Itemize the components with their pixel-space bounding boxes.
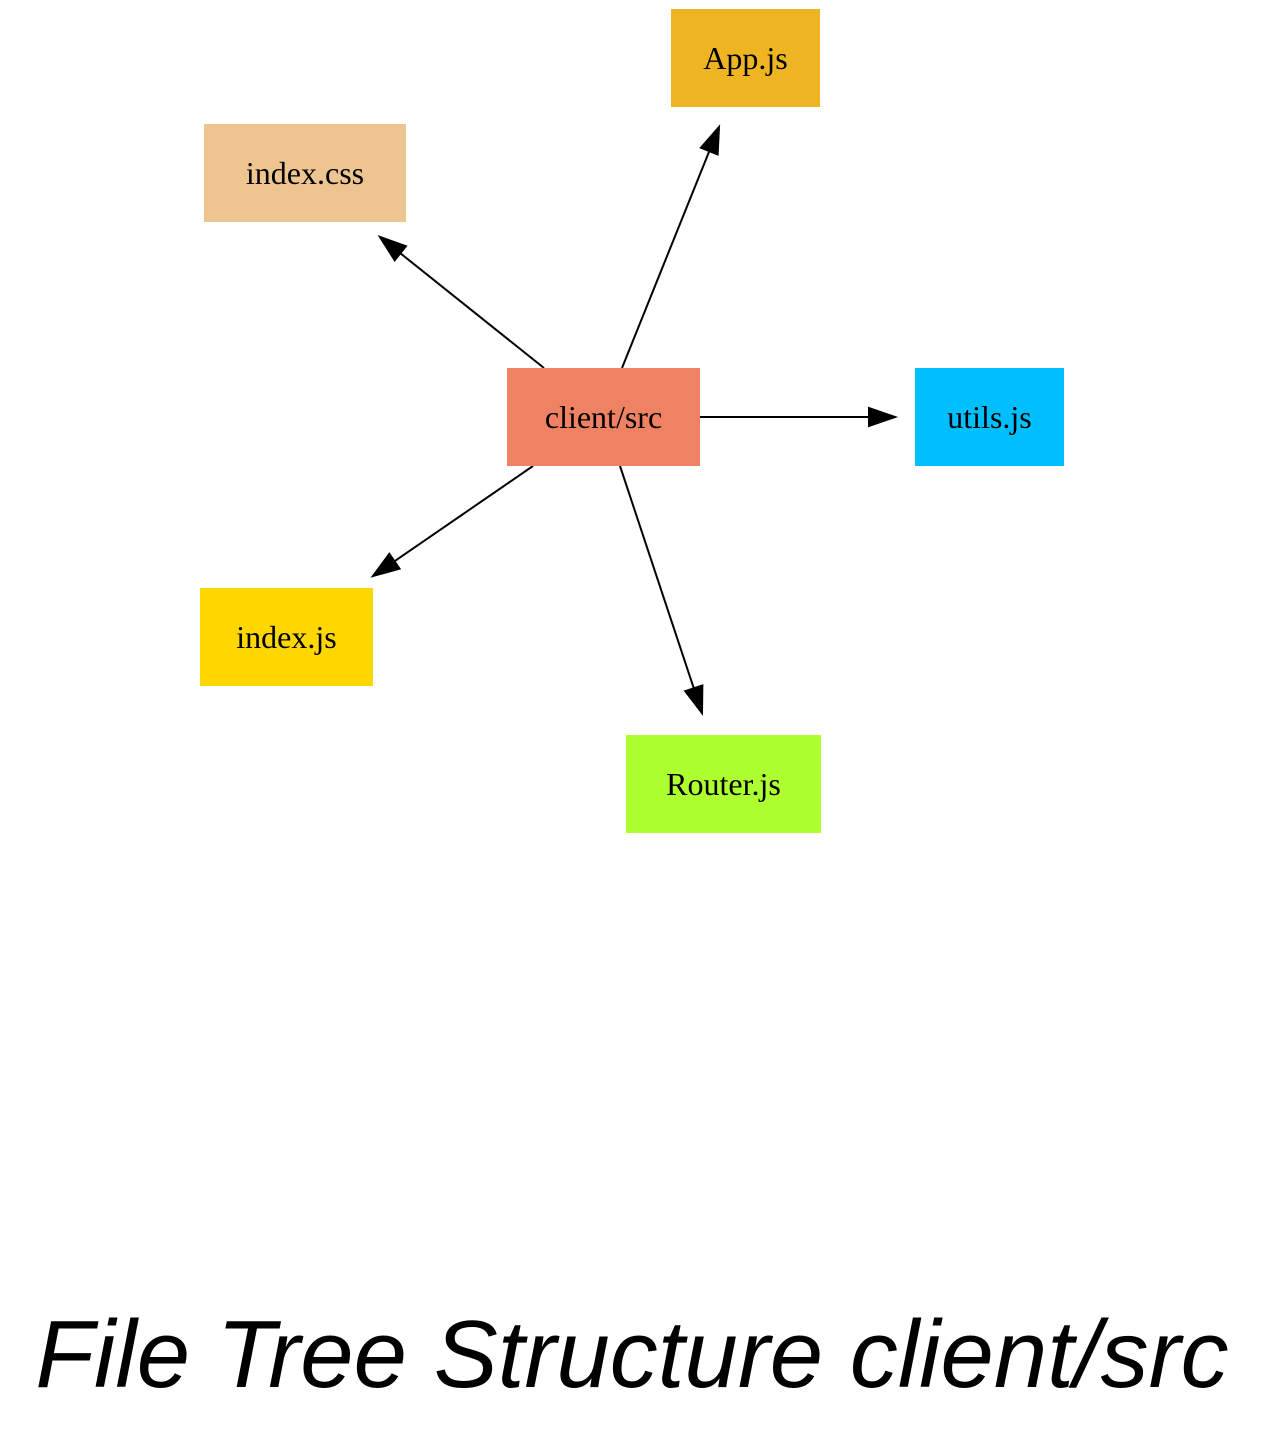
node-box <box>626 735 821 833</box>
edge-line <box>619 465 695 689</box>
edge-client-src-to-index-css <box>377 235 545 369</box>
node-label: index.js <box>236 619 336 655</box>
file-tree-diagram: client/src App.js index.css utils.js index.j… <box>200 9 1064 833</box>
edge-line <box>393 465 534 563</box>
node-label: utils.js <box>947 399 1031 435</box>
arrowhead-icon <box>868 406 899 428</box>
node-label: client/src <box>545 399 662 435</box>
arrowhead-icon <box>683 684 704 716</box>
node-index-js: index.js <box>200 588 373 686</box>
edge-line <box>399 252 545 369</box>
diagram-title: File Tree Structure client/src <box>35 1301 1229 1408</box>
node-label: Router.js <box>666 766 781 802</box>
edge-line <box>621 150 711 369</box>
node-label: App.js <box>703 40 787 76</box>
node-box <box>915 368 1064 466</box>
arrowhead-icon <box>377 235 408 262</box>
node-router-js: Router.js <box>626 735 821 833</box>
edge-client-src-to-index-js <box>370 465 534 578</box>
arrowhead-icon <box>699 124 721 156</box>
edges-layer <box>370 124 899 716</box>
node-box <box>507 368 700 466</box>
edge-client-src-to-router-js <box>619 465 704 716</box>
node-box <box>204 124 406 222</box>
node-box <box>200 588 373 686</box>
node-index-css: index.css <box>204 124 406 222</box>
edge-client-src-to-app-js <box>621 124 721 369</box>
edge-client-src-to-utils-js <box>700 406 899 428</box>
node-client-src: client/src <box>507 368 700 466</box>
nodes-layer: client/src App.js index.css utils.js index.j… <box>200 9 1064 833</box>
arrowhead-icon <box>370 552 402 578</box>
node-utils-js: utils.js <box>915 368 1064 466</box>
node-box <box>671 9 820 107</box>
node-label: index.css <box>246 155 364 191</box>
node-app-js: App.js <box>671 9 820 107</box>
